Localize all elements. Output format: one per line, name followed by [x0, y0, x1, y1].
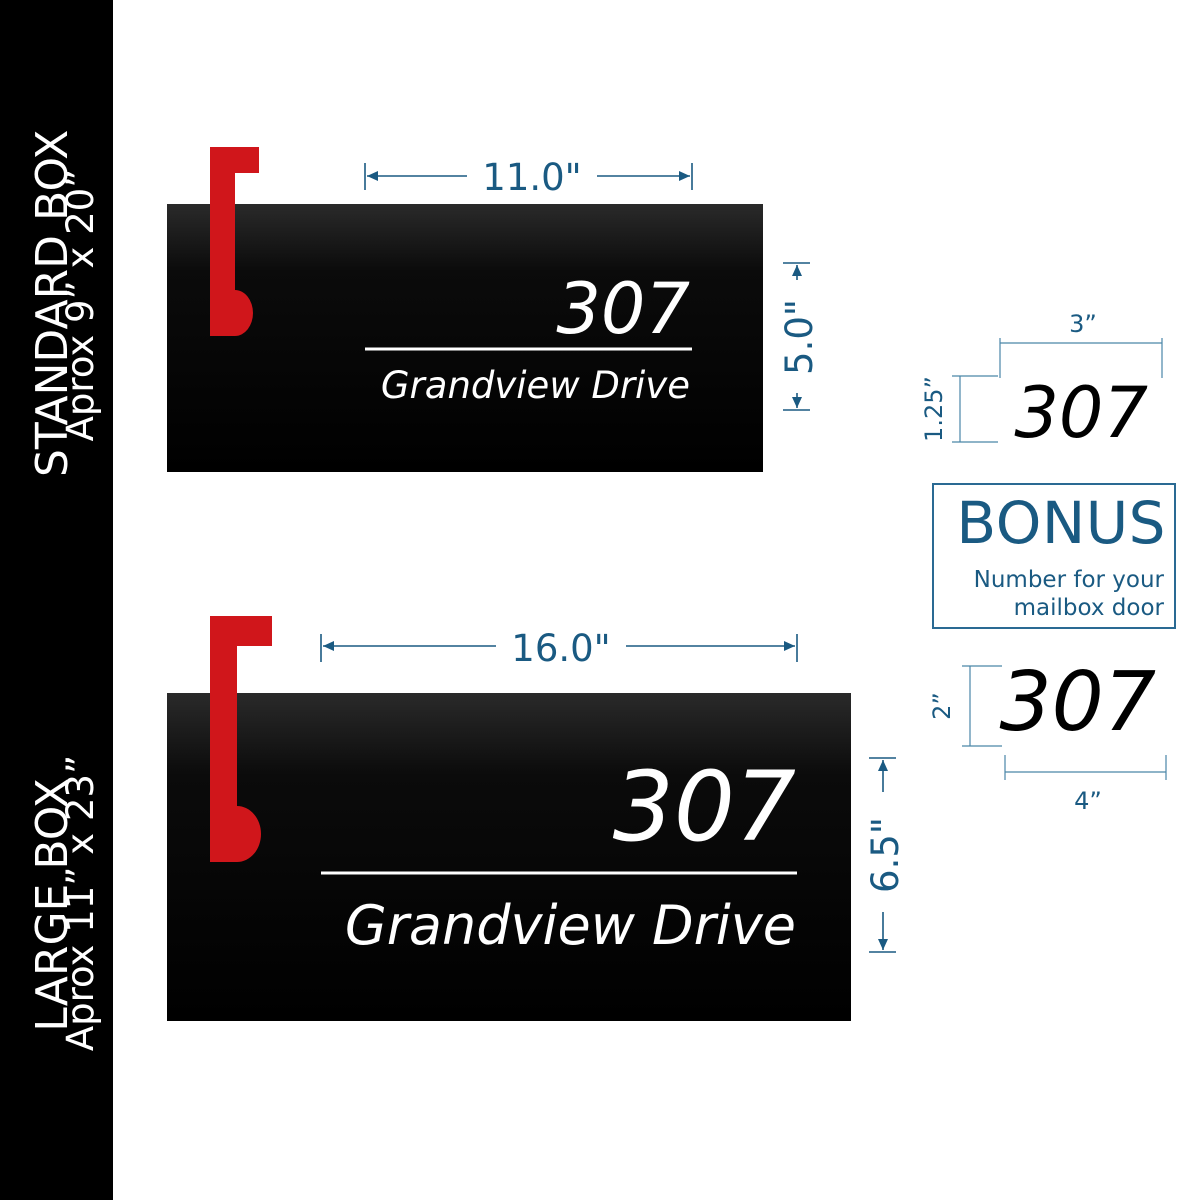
large-street-name: Grandview Drive — [345, 894, 796, 957]
standard-house-number: 307 — [556, 268, 690, 350]
bonus-line-1: Number for your — [973, 567, 1164, 593]
door-small-number: 307 — [1014, 372, 1148, 454]
standard-mailbox: 307 Grandview Drive — [167, 147, 763, 472]
large-height-label: 6.5" — [864, 817, 907, 893]
large-mailbox: 307 Grandview Drive — [167, 616, 851, 1021]
large-width-dimension: 16.0" — [320, 627, 798, 670]
door-large-number: 307 — [999, 655, 1156, 750]
door-small-width-label: 3” — [1069, 310, 1097, 338]
door-small-height-label: 1.25” — [920, 376, 948, 442]
large-house-number: 307 — [613, 751, 796, 863]
large-height-dimension: 6.5" — [864, 757, 907, 953]
bonus-callout: BONUS Number for your mailbox door — [932, 483, 1176, 629]
standard-mailbox-body — [167, 204, 763, 472]
standard-mailbox-flag — [210, 147, 259, 336]
bonus-line-2: mailbox door — [1013, 595, 1164, 621]
door-large-height-label: 2” — [928, 692, 956, 720]
large-width-label: 16.0" — [511, 627, 610, 670]
large-mailbox-body — [167, 693, 851, 1021]
standard-width-dimension: 11.0" — [364, 156, 693, 199]
standard-height-label: 5.0" — [778, 299, 821, 375]
standard-width-label: 11.0" — [482, 156, 581, 199]
door-large-width-label: 4” — [1074, 787, 1102, 815]
standard-height-dimension: 5.0" — [778, 262, 821, 411]
large-mailbox-flag — [210, 616, 272, 862]
left-label-band — [0, 0, 113, 1200]
door-number-small: 3” 1.25” 307 — [920, 310, 1163, 454]
door-number-large: 2” 307 4” — [928, 655, 1167, 815]
bonus-title: BONUS — [956, 489, 1166, 557]
standard-street-name: Grandview Drive — [381, 364, 690, 407]
